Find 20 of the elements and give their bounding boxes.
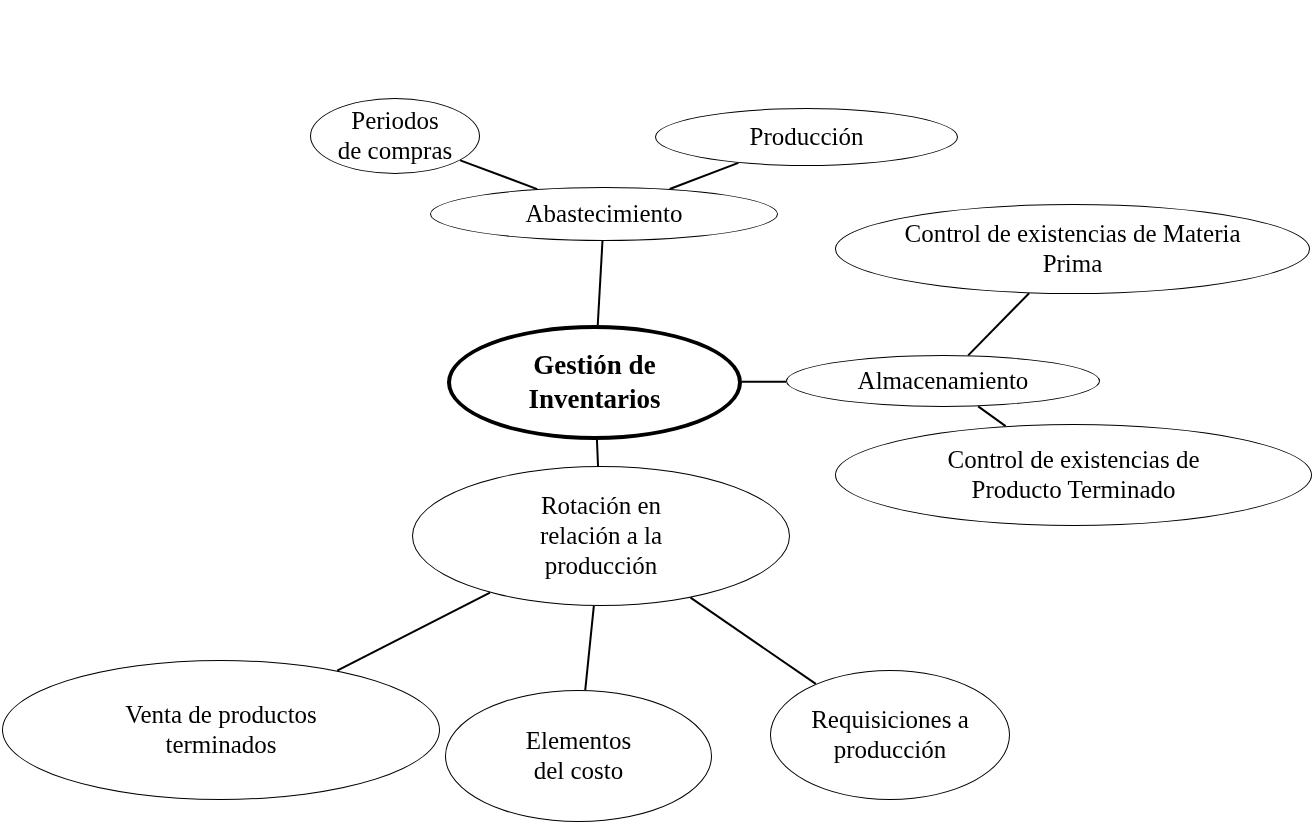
node-label: Rotación en relación a la producción [538, 491, 664, 581]
connector-line [336, 591, 491, 672]
connector-line [689, 596, 817, 685]
node-label: Control de existencias de Materia Prima [903, 219, 1242, 279]
connector-line [459, 159, 539, 191]
connector-line [596, 240, 604, 326]
node-label: Periodos de compras [337, 106, 453, 166]
connector-line [584, 604, 595, 692]
connector-line [977, 405, 1007, 428]
node-label: Venta de productos terminados [124, 700, 318, 760]
node-label: Elementos del costo [524, 726, 633, 786]
node-label: Producción [749, 122, 864, 152]
node-label: Almacenamiento [857, 366, 1029, 396]
connector-line [967, 292, 1031, 357]
node-label: Requisiciones a producción [810, 705, 970, 765]
node-label: Gestión de Inventarios [527, 348, 662, 416]
node-label: Abastecimiento [525, 199, 683, 229]
node-label: Control de existencias de Producto Terminado [946, 445, 1201, 505]
connector-line [595, 439, 600, 467]
connector-line [741, 380, 788, 383]
